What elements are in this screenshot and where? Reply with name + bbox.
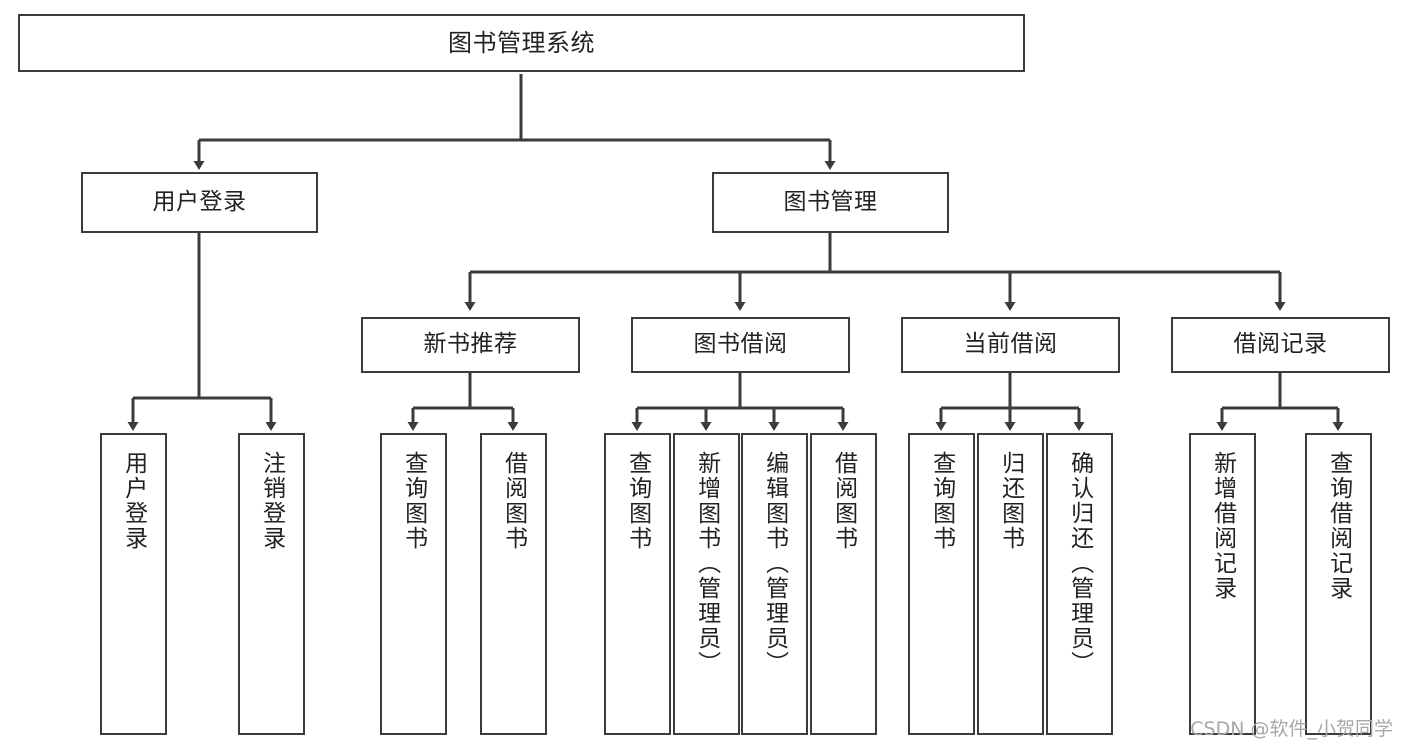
leaf-edit-book[interactable]: 编辑图书（管理员） (741, 433, 808, 735)
node-label: 查询图书 (624, 451, 651, 551)
node-label: 用户登录 (120, 451, 147, 551)
node-current-borrow[interactable]: 当前借阅 (901, 317, 1120, 373)
node-label: 查询图书 (400, 451, 427, 551)
leaf-add-borrow-record[interactable]: 新增借阅记录 (1189, 433, 1256, 735)
node-label: 查询图书 (928, 451, 955, 551)
node-label: 借阅图书 (830, 451, 857, 551)
leaf-add-book[interactable]: 新增图书（管理员） (673, 433, 740, 735)
leaf-borrow-book[interactable]: 借阅图书 (810, 433, 877, 735)
csdn-watermark: CSDN @软件_小贺同学 (1190, 718, 1393, 740)
leaf-user-login[interactable]: 用户登录 (100, 433, 167, 735)
leaf-query-book-recommend[interactable]: 查询图书 (380, 433, 447, 735)
leaf-query-borrow-record[interactable]: 查询借阅记录 (1305, 433, 1372, 735)
node-book-manage[interactable]: 图书管理 (712, 172, 949, 233)
leaf-borrow-book-recommend[interactable]: 借阅图书 (480, 433, 547, 735)
leaf-query-book-borrow[interactable]: 查询图书 (604, 433, 671, 735)
node-root-system[interactable]: 图书管理系统 (18, 14, 1025, 72)
node-label: 归还图书 (997, 451, 1024, 551)
node-book-borrow[interactable]: 图书借阅 (631, 317, 850, 373)
node-label: 图书管理 (783, 188, 878, 215)
node-user-login[interactable]: 用户登录 (81, 172, 318, 233)
node-label: 新增借阅记录 (1209, 451, 1236, 601)
leaf-return-book[interactable]: 归还图书 (977, 433, 1044, 735)
node-label: 当前借阅 (963, 331, 1058, 358)
node-label: 查询借阅记录 (1325, 451, 1352, 601)
node-new-book-recommend[interactable]: 新书推荐 (361, 317, 580, 373)
node-label: 确认归还（管理员） (1066, 451, 1093, 676)
node-label: 用户登录 (152, 188, 247, 215)
node-label: 编辑图书（管理员） (761, 451, 788, 676)
leaf-logout-login[interactable]: 注销登录 (238, 433, 305, 735)
node-label: 借阅图书 (500, 451, 527, 551)
node-borrow-record[interactable]: 借阅记录 (1171, 317, 1390, 373)
node-label: 图书管理系统 (448, 28, 595, 57)
node-label: 图书借阅 (693, 331, 788, 358)
leaf-confirm-return[interactable]: 确认归还（管理员） (1046, 433, 1113, 735)
node-label: 借阅记录 (1233, 331, 1328, 358)
node-label: 新书推荐 (423, 331, 518, 358)
node-label: 注销登录 (258, 451, 285, 551)
leaf-query-book-current[interactable]: 查询图书 (908, 433, 975, 735)
node-label: 新增图书（管理员） (693, 451, 720, 676)
